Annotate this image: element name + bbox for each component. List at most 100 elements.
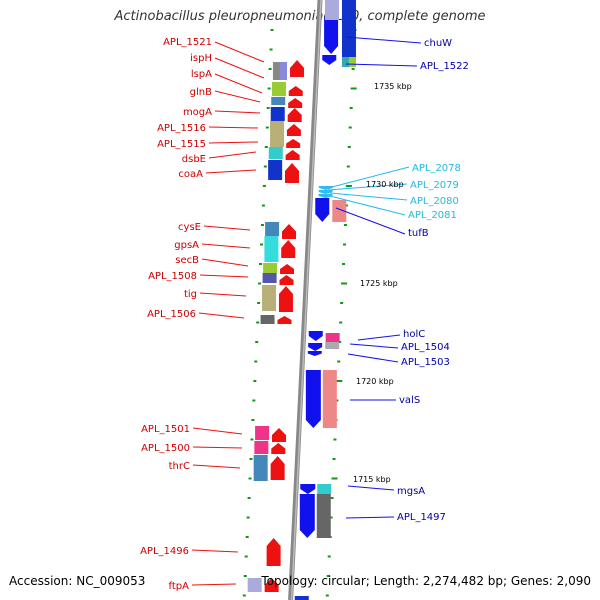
gene-label-glnB[interactable]: glnB	[190, 87, 212, 98]
gene-label-tufB[interactable]: tufB	[408, 228, 429, 239]
gene-category-box	[322, 370, 337, 428]
gene-label-APL_1521[interactable]: APL_1521	[163, 37, 212, 48]
gene-label-APL_1508[interactable]: APL_1508	[148, 271, 197, 282]
forward-gene-arrow	[266, 538, 281, 566]
gene-label-tig[interactable]: tig	[184, 289, 197, 300]
gene-label-APL_1515[interactable]: APL_1515	[157, 139, 206, 150]
forward-gene-arrow	[282, 224, 297, 239]
gene-label-APL_1506[interactable]: APL_1506	[147, 309, 196, 320]
forward-gene-arrow	[286, 139, 301, 148]
gene-label-APL_1504[interactable]: APL_1504	[401, 342, 450, 353]
gene-category-box	[325, 333, 340, 342]
leader-line-left	[201, 243, 251, 249]
gene-label-chuW[interactable]: chuW	[424, 38, 452, 49]
gene-label-holC[interactable]: holC	[403, 329, 425, 340]
gene-label-APL_1516[interactable]: APL_1516	[157, 123, 206, 134]
leader-line-right	[327, 183, 408, 191]
leader-line-left	[191, 583, 237, 586]
gene-label-APL_1503[interactable]: APL_1503	[401, 357, 450, 368]
leader-line-right	[349, 343, 399, 349]
gene-label-APL_1497[interactable]: APL_1497	[397, 512, 446, 523]
gene-category-box	[247, 578, 262, 592]
forward-gene-arrow	[286, 124, 301, 136]
leader-line-left	[198, 312, 245, 319]
gene-category-box	[317, 484, 332, 494]
map-title: Actinobacillus pleuropneumoniae L20, com…	[114, 9, 486, 24]
reverse-gene-arrow	[322, 55, 337, 65]
forward-gene-arrow	[280, 264, 295, 274]
gene-label-dsbE[interactable]: dsbE	[182, 154, 206, 165]
leader-line-left	[205, 169, 257, 174]
gene-label-thrC[interactable]: thrC	[169, 461, 190, 472]
gene-category-box	[316, 494, 331, 538]
leader-line-left	[201, 258, 249, 267]
forward-gene-arrow	[278, 286, 293, 312]
gene-label-mogA[interactable]: mogA	[183, 107, 212, 118]
genome-backbone	[288, 0, 323, 600]
topology-text: Topology: circular; Length: 2,274,482 bp…	[261, 574, 591, 588]
gene-label-APL_2081[interactable]: APL_2081	[408, 210, 457, 221]
gene-label-secB[interactable]: secB	[175, 255, 199, 266]
gene-category-box	[260, 315, 275, 324]
gene-label-APL_2080[interactable]: APL_2080	[410, 196, 459, 207]
gene-category-box	[262, 273, 277, 283]
forward-gene-arrow	[272, 428, 287, 442]
leader-line-left	[191, 549, 239, 553]
gene-label-APL_1501[interactable]: APL_1501	[141, 424, 190, 435]
leader-line-right	[335, 207, 406, 235]
gene-category-box	[270, 121, 285, 147]
gene-label-APL_1496[interactable]: APL_1496	[140, 546, 189, 557]
gene-category-box	[324, 0, 339, 20]
label-leader-lines	[191, 36, 422, 586]
gene-label-coaA[interactable]: coaA	[178, 169, 203, 180]
scale-label-1720: 1720 kbp	[356, 377, 394, 386]
reverse-gene-arrow	[308, 331, 323, 341]
scale-label-1725: 1725 kbp	[360, 279, 398, 288]
reverse-gene-arrow	[305, 370, 321, 428]
gene-label-valS[interactable]: valS	[399, 395, 420, 406]
leader-line-right	[345, 516, 395, 519]
reverse-gene-arrow	[308, 343, 323, 351]
gene-category-box	[253, 455, 268, 481]
gene-label-gpsA[interactable]: gpsA	[174, 240, 199, 251]
leader-line-left	[214, 41, 265, 63]
gene-label-APL_2078[interactable]: APL_2078	[412, 163, 461, 174]
gene-label-APL_1500[interactable]: APL_1500	[141, 443, 190, 454]
leader-line-left	[214, 57, 265, 79]
leader-line-left	[214, 110, 261, 114]
gene-category-box	[270, 107, 285, 121]
reverse-gene-arrow	[318, 190, 333, 194]
gene-features	[247, 0, 356, 600]
scale-label-1715: 1715 kbp	[353, 475, 391, 484]
reverse-gene-arrow	[299, 494, 315, 538]
forward-gene-arrow	[271, 443, 286, 454]
gene-label-ispH[interactable]: ispH	[190, 53, 212, 64]
gene-label-mgsA[interactable]: mgsA	[397, 486, 425, 497]
gene-category-box	[255, 426, 270, 440]
leader-line-right	[345, 36, 422, 44]
forward-gene-arrow	[288, 98, 303, 108]
gene-label-APL_2079[interactable]: APL_2079	[410, 180, 459, 191]
gene-category-box	[271, 82, 286, 96]
forward-gene-arrow	[270, 456, 285, 480]
gene-label-cysE[interactable]: cysE	[178, 222, 201, 233]
leader-line-right	[345, 63, 418, 67]
gene-category-box	[268, 147, 283, 159]
gene-label-ftpA[interactable]: ftpA	[169, 581, 190, 592]
forward-gene-arrow	[279, 275, 294, 285]
leader-line-left	[192, 427, 243, 435]
gene-label-lspA[interactable]: lspA	[191, 69, 212, 80]
gene-category-box	[294, 596, 309, 600]
gene-category-box	[263, 263, 278, 273]
reverse-gene-arrow	[318, 186, 333, 190]
gene-label-APL_1522[interactable]: APL_1522	[420, 61, 469, 72]
gene-category-box	[279, 62, 287, 80]
scale-label-1735: 1735 kbp	[374, 82, 412, 91]
leader-line-left	[199, 274, 249, 278]
forward-gene-arrow	[281, 240, 296, 258]
leader-line-right	[347, 353, 399, 363]
forward-gene-arrow	[288, 86, 303, 96]
leader-line-left	[203, 225, 251, 231]
gene-category-box	[268, 160, 283, 180]
